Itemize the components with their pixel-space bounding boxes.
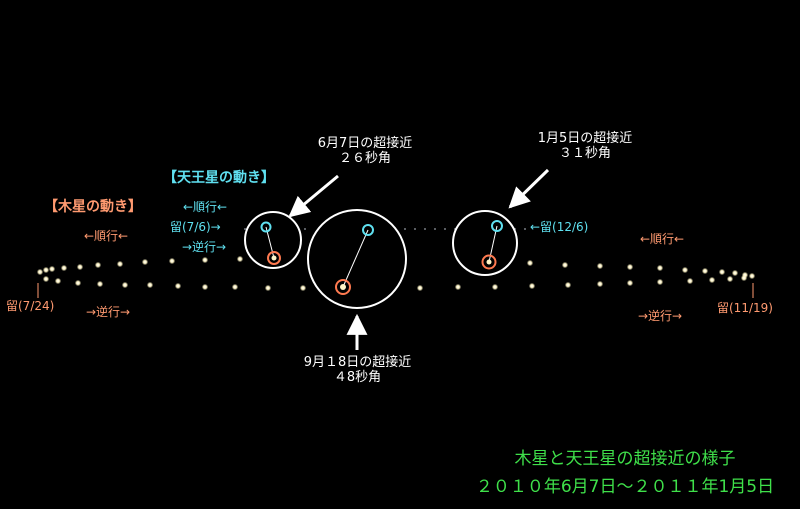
jupiter-position-star [416,284,424,292]
jupiter-position-star [718,268,726,276]
conjunction-1-uranus [260,221,272,233]
jupiter-position-star [708,276,716,284]
conjunction-2-separation: ４8秒角 [333,369,382,385]
jupiter-position-star [596,262,604,270]
jupiter-position-star [681,266,689,274]
jupiter-position-star [596,280,604,288]
uranus-retrograde: →逆行→ [182,240,227,254]
jupiter-position-star [656,278,664,286]
conjunction-3-inset [452,210,518,276]
jupiter-position-star [528,282,536,290]
jupiter-position-star [626,263,634,271]
conjunction-2-circle [307,209,407,309]
jupiter-position-star [236,255,244,263]
arrow-conjunction-1 [288,174,339,218]
jupiter-stationary-right: 留(11/19) [717,301,773,315]
conjunction-2-uranus [362,224,374,236]
conjunction-1-jupiter [267,251,281,265]
jupiter-position-star [76,263,84,271]
jupiter-position-star [686,277,694,285]
caption-title: 木星と天王星の超接近の様子 [514,449,736,469]
jupiter-position-star [564,281,572,289]
uranus-track-dot [414,228,416,230]
uranus-track-dot [434,228,436,230]
jupiter-position-star [231,283,239,291]
jupiter-position-star [141,258,149,266]
jupiter-position-star [491,283,499,291]
conjunction-2-inset [307,209,407,309]
conjunction-3-jupiter-core [486,259,492,265]
conjunction-2-jupiter-core [340,284,346,290]
uranus-track-dot [444,228,446,230]
jupiter-position-star [454,283,462,291]
jupiter-position-star [726,275,734,283]
jupiter-position-star [264,284,272,292]
conjunction-2-date: 9月１8日の超接近 [303,355,412,370]
conjunction-2-annotation: 9月１8日の超接近 ４8秒角 [285,355,430,386]
jupiter-position-star [146,281,154,289]
conjunction-1-inset [244,211,302,269]
jupiter-position-star [656,264,664,272]
jupiter-position-star [701,267,709,275]
jupiter-position-star [561,261,569,269]
uranus-prograde: ←順行← [183,200,228,214]
conjunction-3-uranus [491,220,503,232]
conjunction-1-separation: ２６秒角 [338,150,391,166]
conjunction-1-jupiter-core [271,255,277,261]
jupiter-position-star [626,279,634,287]
uranus-track-dot [424,228,426,230]
jupiter-position-star [526,259,534,267]
jupiter-position-star [42,266,50,274]
jupiter-position-star [96,280,104,288]
caption-period: ２０１０年6月7日～２０１１年1月5日 [475,477,775,497]
jupiter-position-star [54,277,62,285]
jupiter-track [36,255,756,292]
uranus-track-dot [524,228,526,230]
jupiter-position-star [94,261,102,269]
conjunction-3-circle [452,210,518,276]
conjunction-2-jupiter [335,279,351,295]
jupiter-position-star [74,279,82,287]
conjunction-3-separation: ３１秒角 [558,145,611,161]
arrow-conjunction-3 [508,168,550,209]
uranus-track-dot [404,228,406,230]
jupiter-position-star [174,282,182,290]
jupiter-position-star [168,257,176,265]
conjunction-3-jupiter [481,254,497,270]
jupiter-position-star [48,265,56,273]
conjunction-1-date: 6月7日の超接近 [317,136,413,151]
jupiter-prograde-left: ←順行← [84,229,129,243]
jupiter-motion-title: 【木星の動き】 [44,199,142,215]
conjunction-1-circle [244,211,302,269]
jupiter-position-star [731,269,739,277]
jupiter-position-star [299,284,307,292]
uranus-stationary-left: 留(7/6)→ [170,220,221,234]
jupiter-retrograde-right: →逆行→ [638,309,683,323]
jupiter-position-star [42,275,50,283]
jupiter-position-star [740,274,748,282]
jupiter-position-star [121,281,129,289]
uranus-track-dot [244,228,246,230]
uranus-stationary-right: ←留(12/6) [530,220,589,234]
conjunction-3-annotation: 1月5日の超接近 ３１秒角 [520,131,650,162]
conjunction-2-link [342,229,369,288]
jupiter-prograde-right: ←順行← [640,232,685,246]
jupiter-position-star [36,268,44,276]
jupiter-retrograde-left: →逆行→ [86,305,131,319]
conjunction-3-date: 1月5日の超接近 [537,131,633,146]
jupiter-stationary-left: 留(7/24) [6,299,55,313]
jupiter-position-star [116,260,124,268]
uranus-motion-title: 【天王星の動き】 [163,170,275,186]
jupiter-position-star [201,283,209,291]
conjunction-1-annotation: 6月7日の超接近 ２６秒角 [300,136,430,167]
jupiter-position-star [60,264,68,272]
jupiter-position-star [201,256,209,264]
jupiter-position-star [748,272,756,280]
uranus-track-dot [304,228,306,230]
